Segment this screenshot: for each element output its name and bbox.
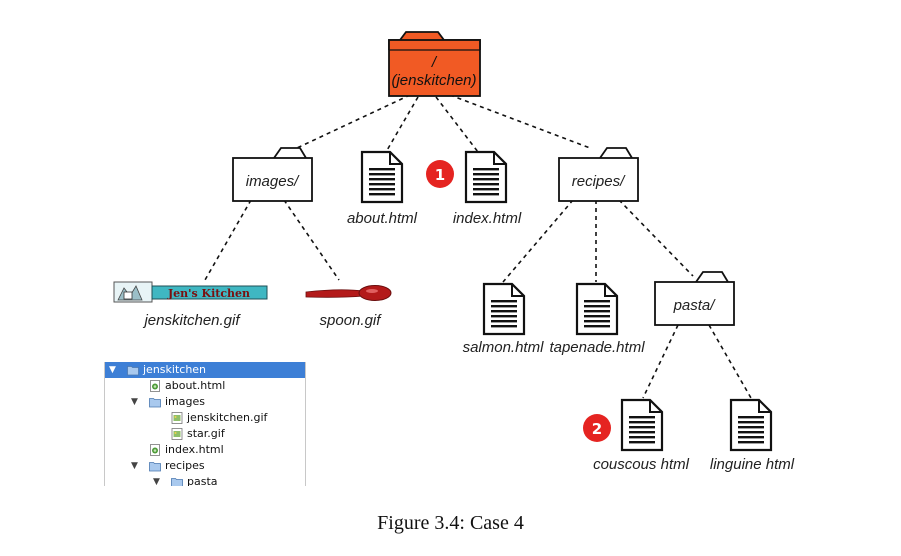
- tree-row[interactable]: ▼ jenskitchen: [105, 362, 305, 378]
- disclosure-triangle-icon[interactable]: ▼: [131, 397, 138, 407]
- tree-row[interactable]: ▼ recipes: [105, 458, 305, 474]
- html-file-icon: [150, 380, 160, 392]
- document-icon: [464, 150, 508, 204]
- file-linguine: linguine html: [710, 398, 795, 473]
- tree-row-label: index.html: [165, 443, 224, 456]
- file-spoon-gif-label: spoon.gif: [320, 312, 383, 329]
- tree-row[interactable]: star.gif: [105, 426, 305, 442]
- spoon-icon: [305, 285, 392, 301]
- file-tapenade: tapenade.html: [549, 282, 645, 356]
- document-icon: [360, 150, 404, 204]
- folder-icon: [149, 398, 161, 408]
- badge-1-label: 1: [435, 166, 445, 184]
- disclosure-triangle-icon[interactable]: ▼: [131, 461, 138, 471]
- tree-row[interactable]: index.html: [105, 442, 305, 458]
- badge-2-label: 2: [592, 420, 602, 438]
- folder-recipes-label: recipes/: [572, 173, 626, 190]
- document-icon: [482, 282, 526, 336]
- file-salmon: salmon.html: [463, 282, 545, 356]
- tree-row-label: images: [165, 395, 205, 408]
- folder-icon: [695, 271, 729, 283]
- root-folder: / (jenskitchen): [388, 31, 481, 97]
- root-label-line2: (jenskitchen): [391, 72, 476, 89]
- badge-1-icon: [426, 160, 454, 188]
- disclosure-triangle-icon[interactable]: ▼: [109, 365, 116, 375]
- figure-caption: Figure 3.4: Case 4: [377, 512, 524, 534]
- folder-pasta: pasta/: [654, 271, 735, 326]
- file-jenskitchen-gif-label: jenskitchen.gif: [142, 312, 241, 329]
- tree-row[interactable]: jenskitchen.gif: [105, 410, 305, 426]
- image-file-icon: [171, 412, 183, 424]
- folder-icon: [171, 478, 183, 486]
- tree-row-label: pasta: [187, 475, 218, 486]
- html-file-icon: [150, 444, 160, 456]
- tree-connectors: [204, 94, 752, 399]
- jens-kitchen-logo-icon: Jen's Kitchen: [113, 281, 268, 303]
- folder-recipes: recipes/: [558, 147, 639, 202]
- tree-row[interactable]: ▼ pasta: [105, 474, 305, 486]
- file-index-label: index.html: [453, 210, 522, 227]
- document-icon: [729, 398, 773, 452]
- file-couscous-label: couscous html: [593, 456, 690, 473]
- badge-2-icon: [583, 414, 611, 442]
- file-tree-view[interactable]: ▼ jenskitchen about.html ▼ images jenskitchen…: [104, 362, 306, 486]
- tree-row-label: about.html: [165, 379, 226, 392]
- file-jenskitchen-gif: Jen's Kitchen jenskitchen.gif: [113, 281, 268, 329]
- logo-text: Jen's Kitchen: [167, 287, 250, 300]
- file-salmon-label: salmon.html: [463, 339, 545, 356]
- document-icon: [575, 282, 619, 336]
- folder-icon: [149, 462, 161, 472]
- disclosure-triangle-icon[interactable]: ▼: [153, 477, 160, 486]
- tree-row-label: jenskitchen: [143, 363, 207, 376]
- root-label-line1: /: [431, 54, 438, 71]
- file-tapenade-label: tapenade.html: [549, 339, 645, 356]
- folder-pasta-label: pasta/: [673, 297, 717, 314]
- file-index: 1 index.html: [426, 150, 522, 227]
- tree-row-label: recipes: [165, 459, 205, 472]
- folder-images-label: images/: [246, 173, 300, 190]
- file-spoon-gif: spoon.gif: [305, 285, 392, 329]
- folder-icon: [599, 147, 633, 159]
- file-about: about.html: [347, 150, 418, 227]
- tree-row[interactable]: ▼ images: [105, 394, 305, 410]
- folder-images: images/: [232, 147, 313, 202]
- folder-icon: [273, 147, 307, 159]
- file-about-label: about.html: [347, 210, 418, 227]
- folder-icon: [127, 366, 139, 376]
- file-linguine-label: linguine html: [710, 456, 795, 473]
- tree-row-label: star.gif: [187, 427, 225, 440]
- tree-row[interactable]: about.html: [105, 378, 305, 394]
- tree-row-label: jenskitchen.gif: [187, 411, 268, 424]
- image-file-icon: [171, 428, 183, 440]
- document-icon: [620, 398, 664, 452]
- file-couscous: 2 couscous html: [583, 398, 690, 473]
